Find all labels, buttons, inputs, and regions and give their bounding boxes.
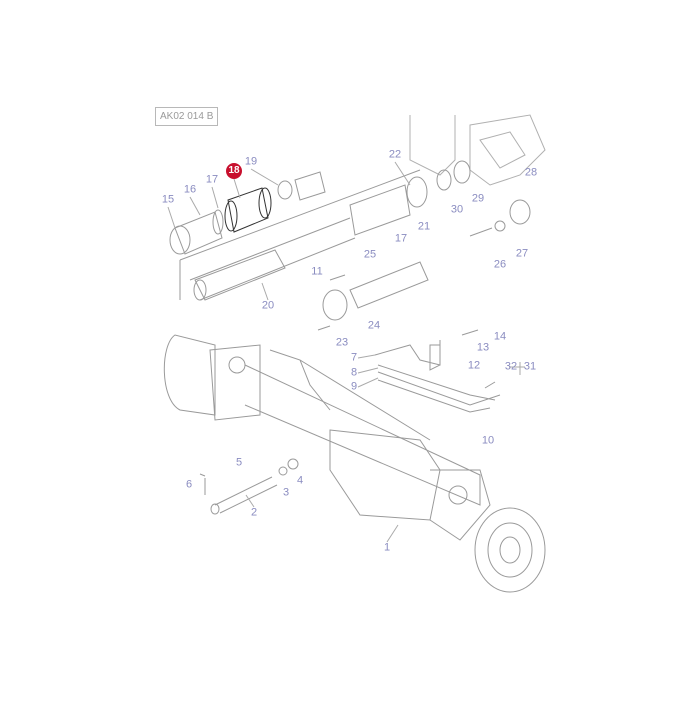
part-callout-2[interactable]: 2 (250, 506, 258, 519)
part-callout-4[interactable]: 4 (296, 474, 304, 487)
part-callout-7[interactable]: 7 (350, 351, 358, 364)
part-callout-19[interactable]: 19 (244, 155, 258, 168)
part-callout-16[interactable]: 16 (183, 183, 197, 196)
part-callout-24[interactable]: 24 (367, 319, 381, 332)
part-callout-8[interactable]: 8 (350, 366, 358, 379)
part-callout-5[interactable]: 5 (235, 456, 243, 469)
part-callout-12[interactable]: 12 (467, 359, 481, 372)
part-callout-3[interactable]: 3 (282, 486, 290, 499)
part-callout-11[interactable]: 11 (311, 265, 323, 278)
diagram-reference-label: AK02 014 B (155, 107, 219, 126)
wheel-hub-right (474, 507, 546, 593)
part-callout-22[interactable]: 22 (388, 148, 402, 161)
part-callout-20[interactable]: 20 (261, 299, 275, 312)
part-callout-17[interactable]: 17 (394, 232, 408, 245)
hydraulic-pipes (374, 329, 501, 413)
part-callout-17[interactable]: 17 (205, 173, 219, 186)
part-callout-25[interactable]: 25 (363, 248, 377, 261)
part-callout-14[interactable]: 14 (493, 330, 507, 343)
part-callout-1[interactable]: 1 (383, 541, 391, 554)
part-callout-27[interactable]: 27 (515, 247, 529, 260)
part-18-sleeve (224, 187, 272, 233)
part-callout-6[interactable]: 6 (185, 478, 193, 491)
part-callout-30[interactable]: 30 (450, 203, 464, 216)
part-callout-29[interactable]: 29 (471, 192, 485, 205)
part-callout-13[interactable]: 13 (476, 341, 490, 354)
part-callout-15[interactable]: 15 (161, 193, 175, 206)
part-callout-18[interactable]: 18 (226, 163, 242, 179)
part-callout-26[interactable]: 26 (493, 258, 507, 271)
part-callout-32[interactable]: 32 (504, 360, 518, 373)
part-callout-28[interactable]: 28 (524, 166, 538, 179)
leader-lines (167, 161, 525, 543)
part-callout-10[interactable]: 10 (481, 434, 495, 447)
part-callout-23[interactable]: 23 (335, 336, 349, 349)
part-callout-31[interactable]: 31 (523, 360, 537, 373)
axle-housing (163, 334, 491, 541)
part-callout-21[interactable]: 21 (417, 220, 431, 233)
part-callout-9[interactable]: 9 (350, 380, 358, 393)
